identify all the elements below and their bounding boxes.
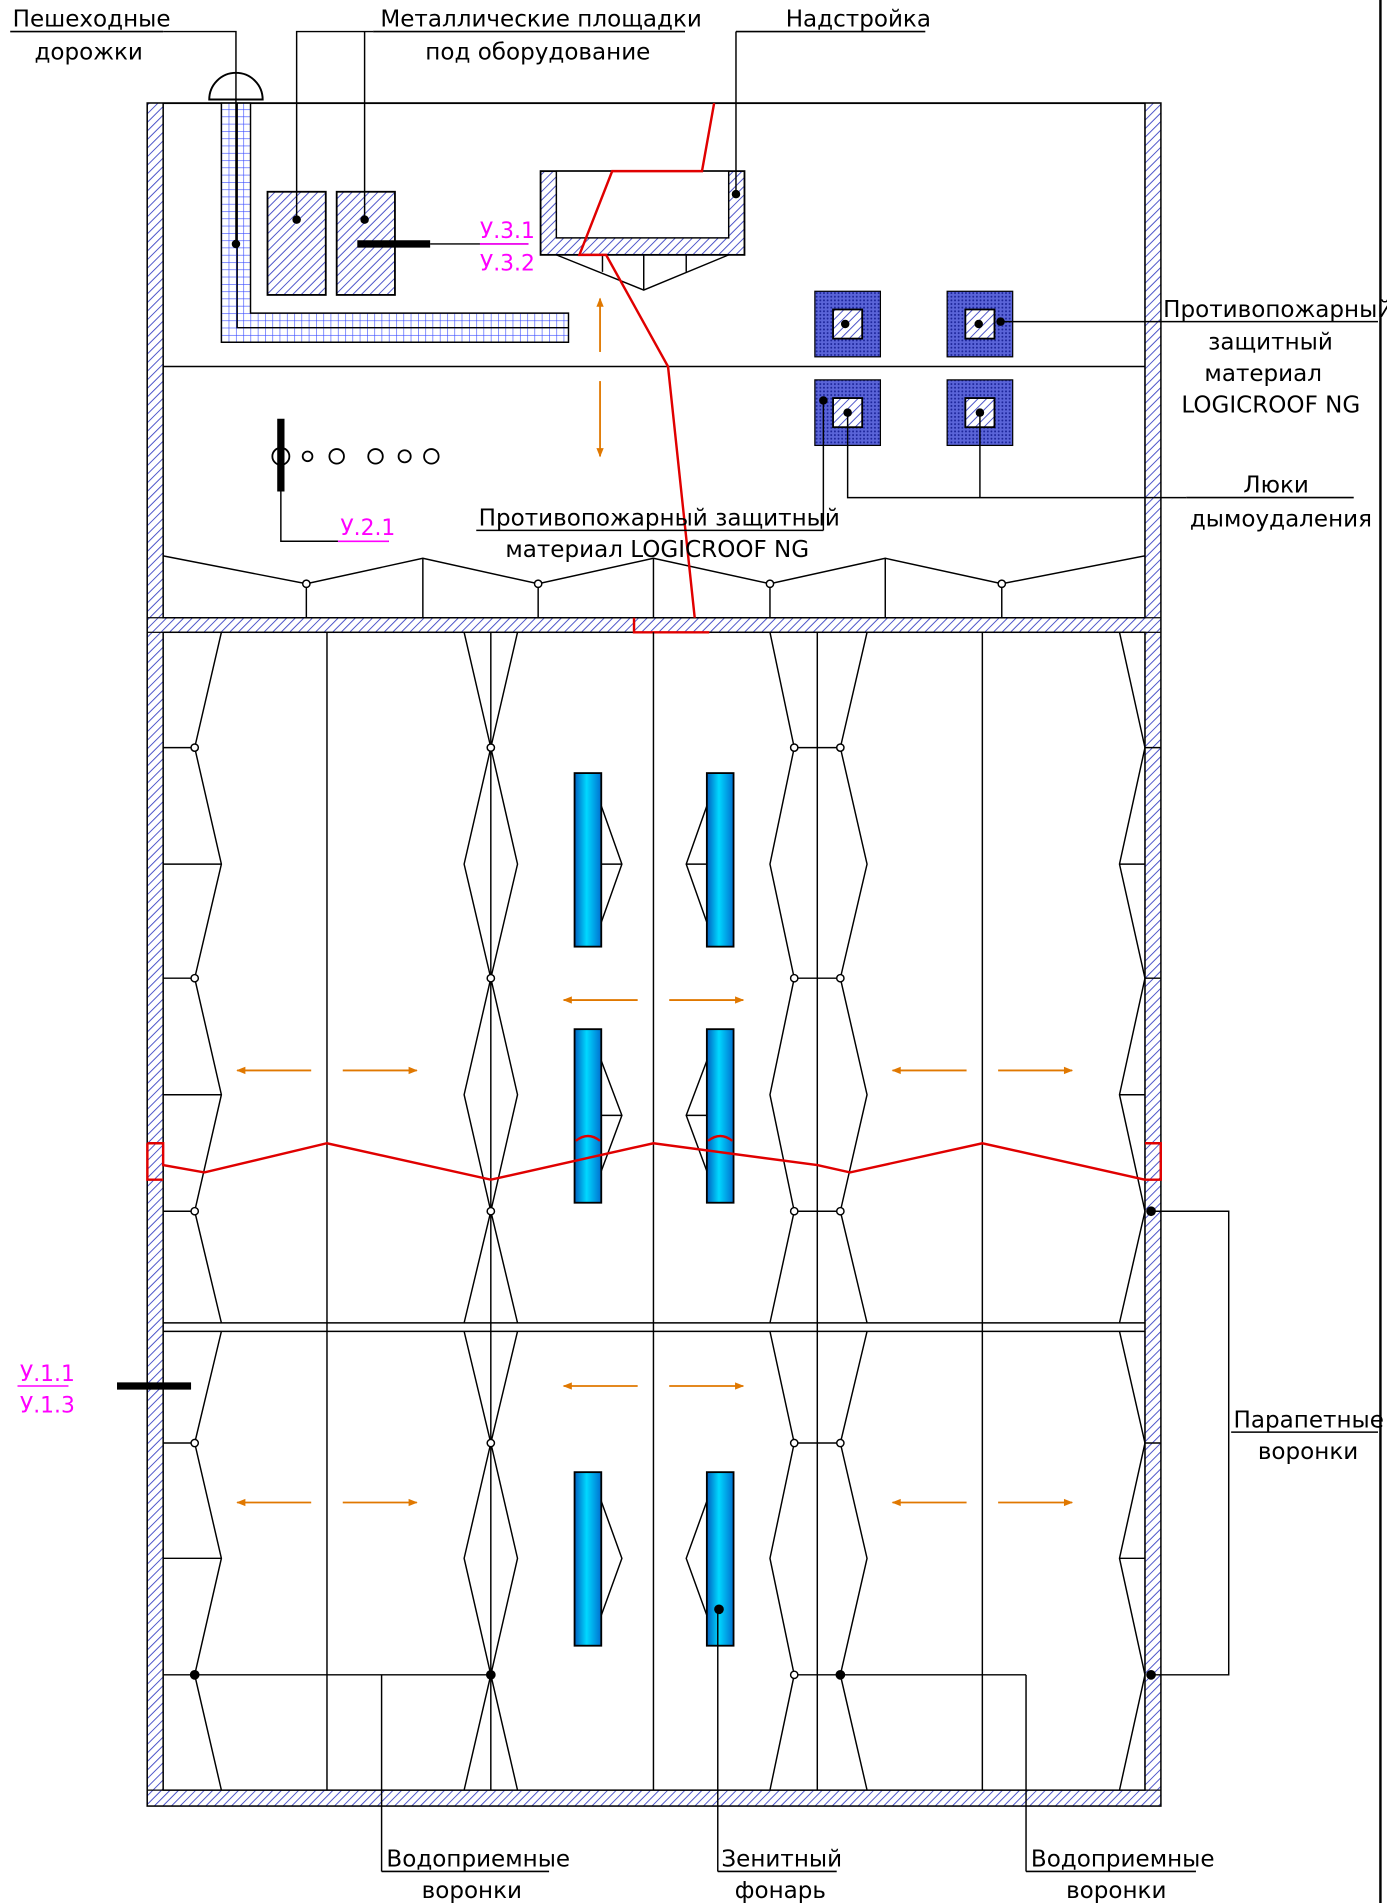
dot-icon (301, 579, 311, 589)
dot-icon (486, 1438, 496, 1448)
label-smoke-1: Люки (1243, 473, 1309, 499)
label-fire-right-2: защитный (1208, 330, 1333, 356)
dot-icon (190, 743, 200, 752)
label-fire-right-1: Противопожарный (1163, 297, 1387, 323)
marker-u31: У.3.1 (480, 219, 535, 244)
leader-lines (10, 30, 1378, 1873)
slope-arrows (236, 996, 1074, 1507)
fire-barrier-line (577, 102, 716, 618)
marker-u32: У.3.2 (480, 252, 535, 277)
label-platforms-2: под оборудование (425, 39, 650, 65)
lower-zone (146, 632, 1162, 1791)
dot-icon (835, 1438, 845, 1448)
label-walkways-2: дорожки (34, 39, 142, 65)
label-skylight-2: фонарь (735, 1878, 826, 1903)
dot-icon (789, 1206, 799, 1216)
label-fire-center-2: материал LOGICROOF NG (505, 537, 809, 563)
walkway (220, 102, 570, 343)
label-superstructure: Надстройка (786, 7, 931, 33)
label-drain-left-2: воронки (422, 1878, 522, 1903)
superstructure (539, 170, 746, 291)
dot-icon (789, 1438, 799, 1448)
skylights (573, 772, 735, 1647)
dot-icon (835, 1669, 846, 1680)
label-walkways-1: Пешеходные (13, 7, 171, 33)
dot-icon (789, 973, 799, 983)
dot-icon (835, 743, 845, 752)
drain-funnels (189, 743, 1156, 1680)
label-smoke-2: дымоудаления (1190, 507, 1372, 533)
label-platforms-1: Металлические площадки (380, 7, 701, 33)
dot-icon (190, 1206, 200, 1216)
dot-icon (835, 1206, 845, 1216)
marker-u11: У.1.1 (20, 1362, 75, 1387)
label-fire-right-4: LOGICROOF NG (1181, 393, 1360, 419)
labels: Пешеходные дорожки Металлические площадк… (13, 7, 1387, 1903)
dot-icon (486, 743, 496, 752)
label-fire-center-1: Противопожарный защитный (479, 506, 840, 532)
dot-icon (486, 1206, 496, 1216)
marker-u21: У.2.1 (340, 516, 395, 541)
label-drain-right-2: воронки (1066, 1878, 1166, 1903)
dot-icon (789, 1670, 799, 1680)
dot-icon (190, 1438, 200, 1448)
dot-icon (533, 579, 543, 589)
label-parapet-1: Парапетные (1234, 1407, 1384, 1433)
fire-barrier-line-lower (147, 1142, 1162, 1181)
dot-icon (485, 1669, 496, 1680)
label-parapet-2: воронки (1258, 1439, 1358, 1465)
dot-icon (190, 973, 200, 983)
label-drain-left-1: Водоприемные (386, 1847, 570, 1873)
label-drain-right-1: Водоприемные (1031, 1847, 1215, 1873)
dot-icon (835, 973, 845, 983)
dot-icon (714, 1604, 724, 1615)
dot-icon (486, 973, 496, 983)
marker-u13: У.1.3 (20, 1394, 75, 1419)
dot-icon (789, 743, 799, 752)
label-skylight-1: Зенитный (721, 1847, 842, 1873)
dot-icon (189, 1669, 200, 1680)
label-fire-right-3: материал (1204, 361, 1322, 387)
dot-icon (765, 579, 775, 589)
dot-icon (997, 579, 1007, 589)
smoke-hatch-group (814, 290, 1014, 447)
